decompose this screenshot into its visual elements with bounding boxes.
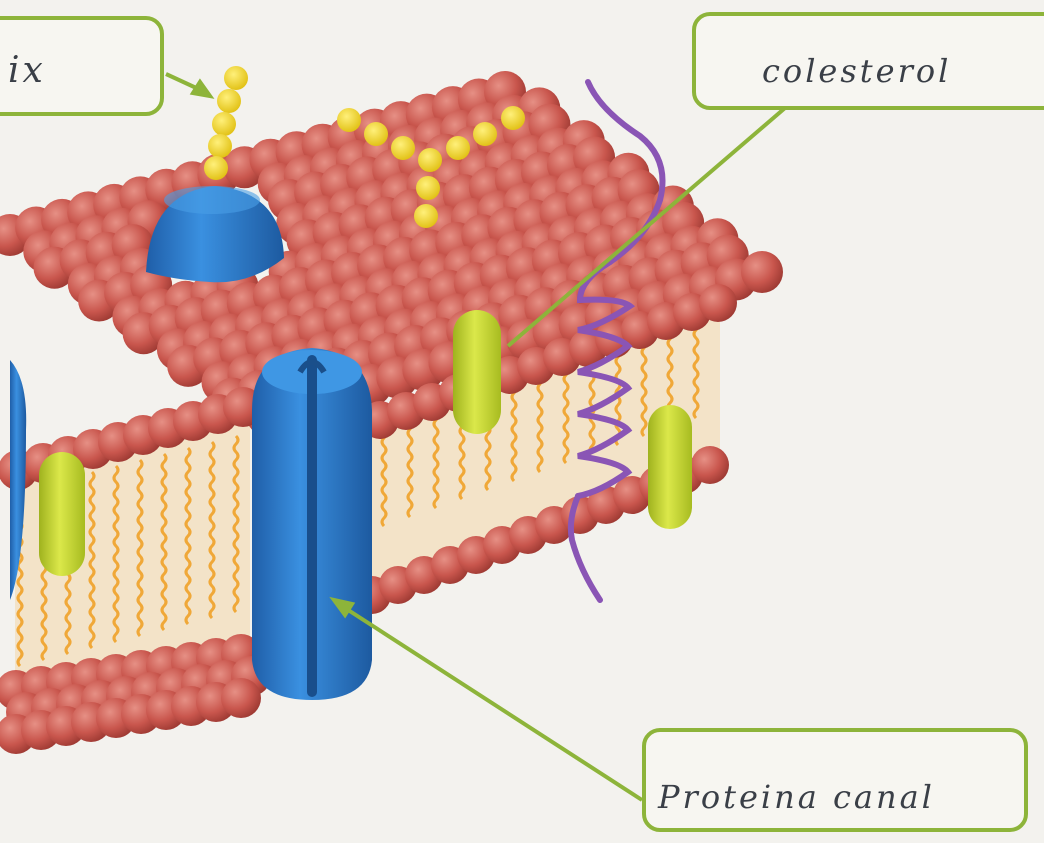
channel-protein: [252, 348, 372, 700]
peripheral-protein-top: [164, 186, 260, 214]
phospholipid-head: [699, 284, 737, 322]
phospholipid-head: [691, 446, 729, 484]
label-text-top-right: colesterol: [762, 52, 951, 90]
phospholipid-head: [741, 251, 783, 293]
label-text-top-left: ix: [8, 50, 46, 91]
label-text-bottom-right: Proteina canal: [658, 778, 935, 816]
phospholipid-head: [221, 678, 261, 718]
